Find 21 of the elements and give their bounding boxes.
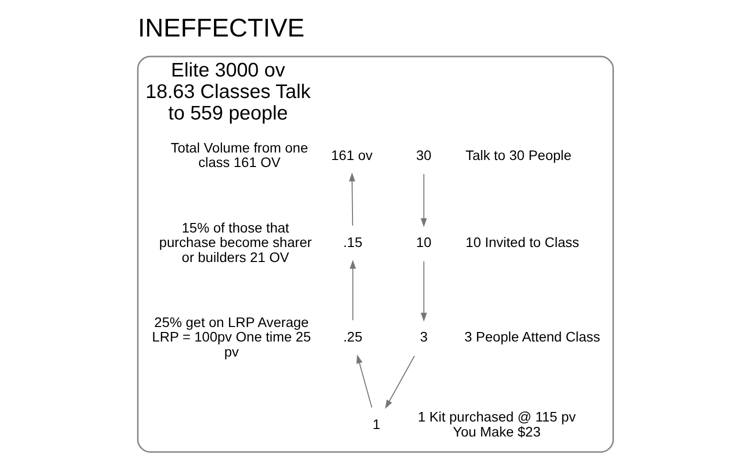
arrow [356, 354, 372, 408]
node-label: 10 Invited to Class [465, 235, 579, 250]
node-label: 1 Kit purchased @ 115 pv You Make $23 [417, 410, 576, 440]
node-text: 161 ov [330, 148, 372, 163]
arrow [349, 260, 356, 321]
node-text: .25 [342, 330, 362, 345]
node-text: 10 [416, 235, 431, 250]
arrow [420, 173, 426, 228]
arrow [348, 172, 355, 226]
node-label: Total Volume from one class 161 OV [170, 140, 308, 170]
node-label: Talk to 30 People [465, 148, 571, 163]
diagram-title: INEFFECTIVE [137, 14, 304, 43]
arrow [420, 260, 426, 322]
node-label: 15% of those that purchase become sharer or builders 21 OV [158, 220, 312, 265]
node-label: 25% get on LRP Average LRP = 100pv One time 25 pv [152, 314, 310, 360]
node-text: 1 [372, 416, 380, 432]
node-text: .15 [342, 235, 362, 250]
arrow [384, 355, 414, 409]
node-text: 3 [419, 330, 428, 345]
node-text: 30 [416, 148, 431, 163]
node-label: 3 People Attend Class [464, 330, 600, 345]
